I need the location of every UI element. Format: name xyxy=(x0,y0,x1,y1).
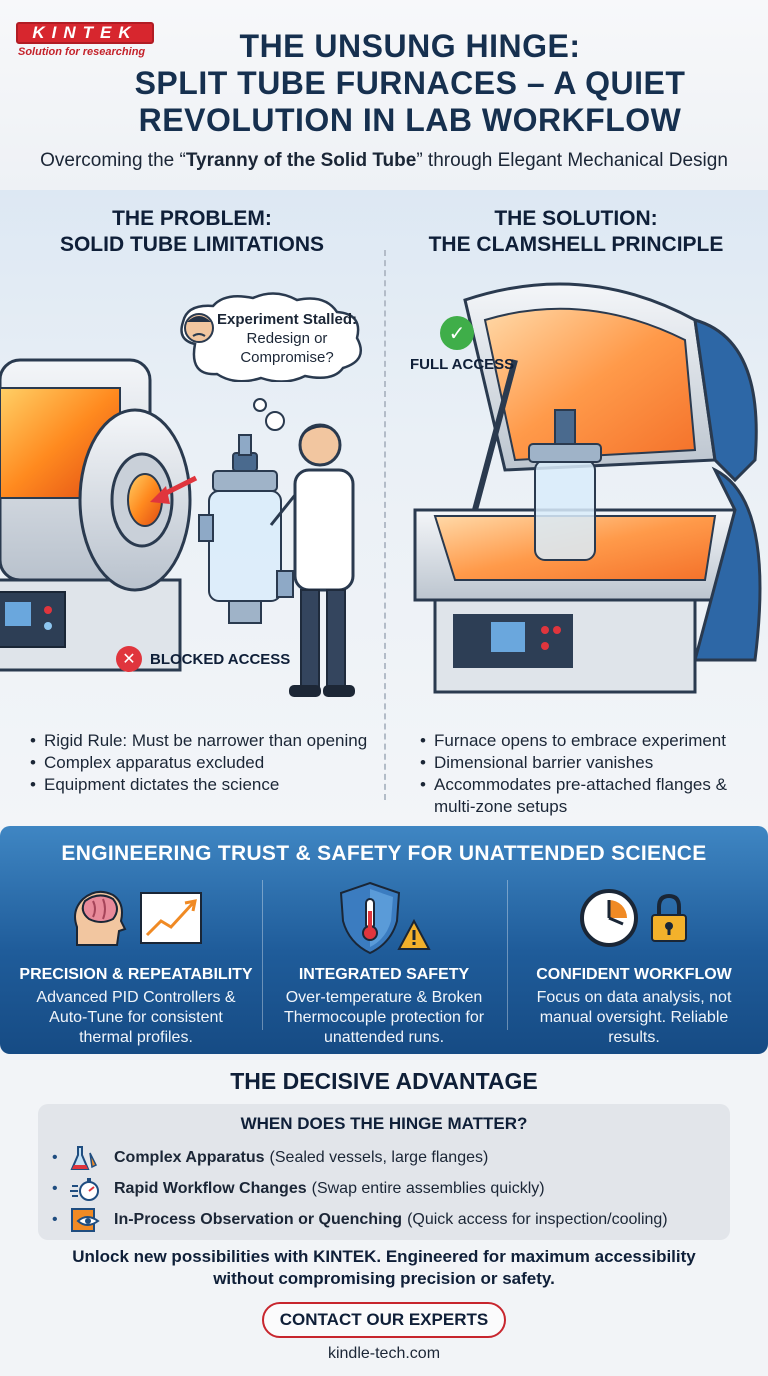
pillar-desc: Over-temperature & Broken Thermocouple p… xyxy=(283,989,485,1046)
comparison-section: THE PROBLEM: SOLID TUBE LIMITATIONS THE … xyxy=(0,190,768,826)
item-bold: In-Process Observation or Quenching xyxy=(114,1210,403,1228)
problem-bullet: Rigid Rule: Must be narrower than openin… xyxy=(30,730,380,752)
full-access-label: FULL ACCESS xyxy=(410,356,515,373)
pillar-icons xyxy=(8,876,264,960)
rising-chart-icon xyxy=(140,892,202,944)
thought-text: Experiment Stalled: Redesign or Compromi… xyxy=(213,310,361,367)
problem-bullets: Rigid Rule: Must be narrower than openin… xyxy=(30,730,380,796)
pillar-title: INTEGRATED SAFETY xyxy=(298,966,470,983)
advantage-card: WHEN DOES THE HINGE MATTER? • Complex Ap… xyxy=(38,1104,730,1240)
blocked-access-label: BLOCKED ACCESS xyxy=(150,650,291,668)
thought-cloud-shape xyxy=(180,292,362,382)
item-text: (Quick access for inspection/cooling) xyxy=(407,1210,668,1228)
solution-heading: THE SOLUTION: THE CLAMSHELL PRINCIPLE xyxy=(384,206,768,258)
title-line-1: THE UNSUNG HINGE: xyxy=(239,28,581,64)
safety-band: ENGINEERING TRUST & SAFETY FOR UNATTENDE… xyxy=(0,826,768,1054)
pillar-divider xyxy=(262,880,263,1030)
flask-icon xyxy=(70,1145,98,1170)
solution-heading-line-1: THE SOLUTION: xyxy=(494,207,658,230)
pillar-precision: PRECISION & REPEATABILITY Advanced PID C… xyxy=(8,876,264,1046)
advantage-title: THE DECISIVE ADVANTAGE xyxy=(230,1068,538,1094)
problem-bullet: Equipment dictates the science xyxy=(30,774,380,796)
bullet-dot: • xyxy=(52,1148,58,1166)
thought-question: Redesign or Compromise? xyxy=(240,330,334,366)
pillar-desc: Advanced PID Controllers & Auto-Tune for… xyxy=(36,989,236,1046)
x-circle-icon: ✕ xyxy=(116,646,142,672)
title-line-2: SPLIT TUBE FURNACES – A QUIET xyxy=(134,65,686,101)
column-divider xyxy=(384,250,386,800)
warning-icon xyxy=(397,919,431,950)
item-bold: Complex Apparatus xyxy=(114,1148,265,1166)
problem-heading-line-2: SOLID TUBE LIMITATIONS xyxy=(59,233,325,256)
item-text: (Swap entire assemblies quickly) xyxy=(311,1179,545,1197)
pillar-icons xyxy=(506,876,762,960)
pillar-desc: Focus on data analysis, not manual overs… xyxy=(536,989,732,1046)
subtitle-pre: Overcoming the “ xyxy=(40,150,186,171)
solution-bullets: Furnace opens to embrace experiment Dime… xyxy=(420,730,760,818)
clamshell-furnace-illustration xyxy=(413,282,762,694)
subtitle-bold: Tyranny of the Solid Tube xyxy=(185,150,417,171)
pillar-workflow: CONFIDENT WORKFLOW Focus on data analysi… xyxy=(506,876,762,1046)
pillar-safety: INTEGRATED SAFETY Over-temperature & Bro… xyxy=(256,876,512,1046)
full-access-status: ✓ FULL ACCESS xyxy=(410,316,514,373)
logo-wordmark: KINTEK xyxy=(32,23,138,42)
page-title: THE UNSUNG HINGE: SPLIT TUBE FURNACES – … xyxy=(80,28,740,139)
stopwatch-icon xyxy=(70,1177,99,1201)
problem-bullet: Complex apparatus excluded xyxy=(30,752,380,774)
clock-icon xyxy=(580,889,638,947)
problem-heading: THE PROBLEM: SOLID TUBE LIMITATIONS xyxy=(0,206,384,258)
pillar-icons xyxy=(256,876,512,960)
solution-heading-line-2: THE CLAMSHELL PRINCIPLE xyxy=(428,233,724,256)
safety-title: ENGINEERING TRUST & SAFETY FOR UNATTENDE… xyxy=(61,842,707,865)
pillar-divider xyxy=(507,880,508,1030)
shield-thermometer-icon xyxy=(339,881,401,955)
padlock-icon xyxy=(651,893,687,942)
thought-bubble: Experiment Stalled: Redesign or Compromi… xyxy=(165,290,375,382)
brain-head-icon xyxy=(74,890,127,946)
scientist-with-vessel-illustration xyxy=(198,398,355,697)
advantage-list: • Complex Apparatus (Sealed vessels, lar… xyxy=(52,1142,722,1235)
website-link[interactable]: kindle-tech.com xyxy=(327,1345,441,1362)
bullet-dot: • xyxy=(52,1179,58,1197)
eye-window-icon xyxy=(71,1207,100,1232)
contact-experts-button[interactable]: CONTACT OUR EXPERTS xyxy=(262,1302,506,1338)
solid-tube-furnace-illustration xyxy=(0,358,198,672)
item-bold: Rapid Workflow Changes xyxy=(114,1179,307,1197)
bullet-dot: • xyxy=(52,1210,58,1228)
kintek-logo[interactable]: KINTEK Solution for researching xyxy=(16,22,158,62)
pillar-title: PRECISION & REPEATABILITY xyxy=(19,966,253,983)
header: KINTEK Solution for researching THE UNSU… xyxy=(0,0,768,190)
subtitle-post: ” through Elegant Mechanical Design xyxy=(416,150,728,171)
problem-heading-line-1: THE PROBLEM: xyxy=(112,207,272,230)
logo-badge: KINTEK xyxy=(16,22,154,44)
solution-bullet: Accommodates pre-attached flanges & mult… xyxy=(420,774,760,818)
advantage-question: WHEN DOES THE HINGE MATTER? xyxy=(240,1114,528,1133)
check-circle-icon: ✓ xyxy=(440,316,474,350)
title-line-3: REVOLUTION IN LAB WORKFLOW xyxy=(138,102,682,138)
solution-bullet: Furnace opens to embrace experiment xyxy=(420,730,760,752)
closing-text: Unlock new possibilities with KINTEK. En… xyxy=(72,1247,696,1288)
list-item: • In-Process Observation or Quenching (Q… xyxy=(52,1204,722,1235)
logo-tagline: Solution for researching xyxy=(18,46,146,58)
thought-bold: Experiment Stalled: xyxy=(216,311,358,328)
list-item: • Rapid Workflow Changes (Swap entire as… xyxy=(52,1173,722,1204)
item-text: (Sealed vessels, large flanges) xyxy=(269,1148,489,1166)
page-subtitle: Overcoming the “Tyranny of the Solid Tub… xyxy=(0,150,768,172)
solution-bullet: Dimensional barrier vanishes xyxy=(420,752,760,774)
list-item: • Complex Apparatus (Sealed vessels, lar… xyxy=(52,1142,722,1173)
pillar-title: CONFIDENT WORKFLOW xyxy=(536,966,732,983)
blocked-access-status: ✕ BLOCKED ACCESS xyxy=(116,646,290,672)
